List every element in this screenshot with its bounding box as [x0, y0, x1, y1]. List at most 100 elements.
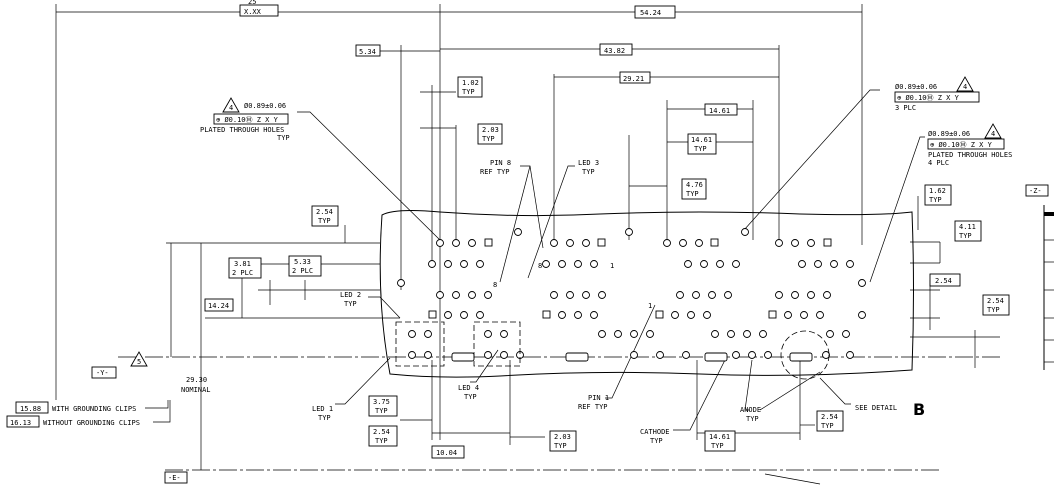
svg-text:WITHOUT GROUNDING CLIPS: WITHOUT GROUNDING CLIPS [43, 419, 140, 427]
svg-text:4: 4 [963, 83, 967, 91]
dim-3-75: 3.75 TYP [368, 395, 398, 417]
svg-text:TYP: TYP [375, 407, 388, 415]
svg-text:8: 8 [493, 281, 497, 289]
svg-text:TYP: TYP [318, 414, 331, 422]
svg-text:2.54: 2.54 [373, 428, 390, 436]
svg-text:2 PLC: 2 PLC [232, 269, 253, 277]
dim-2-54-left: 2.54 TYP [311, 205, 339, 227]
hole-note-right-1: Ø0.89±0.06 4 ⊕ Ø0.10Ⓜ Z X Y 3 PLC [894, 76, 980, 112]
dim-1-02: 1.02 TYP [457, 76, 483, 98]
dim-10-04: 10.04 [431, 445, 465, 459]
dim-3-81: 3.81 2 PLC [228, 257, 262, 279]
label-pin1: PIN 1 REF TYP [578, 394, 609, 411]
led-outlines [395, 321, 521, 367]
dim-43-82: 43.82 [599, 43, 633, 56]
dim-xx-value: X.XX [244, 8, 262, 16]
dim-29-30-nominal: 29.30 NOMINAL [181, 376, 211, 394]
label-led4: LED 4 TYP [458, 384, 479, 401]
dim-4-11: 4.11 TYP [954, 220, 982, 242]
svg-text:TYP: TYP [464, 393, 477, 401]
svg-text:4: 4 [229, 104, 233, 112]
hole-note-left: 4 Ø0.89±0.06 ⊕ Ø0.10Ⓜ Z X Y PLATED THROU… [200, 97, 290, 142]
svg-text:TYP: TYP [462, 88, 475, 96]
svg-text:16.13: 16.13 [10, 419, 31, 427]
svg-text:2.54: 2.54 [987, 297, 1004, 305]
svg-text:54.24: 54.24 [640, 9, 661, 17]
svg-text:TYP: TYP [482, 135, 495, 143]
hole-note-right-2-tol: ⊕ Ø0.10Ⓜ Z X Y [930, 141, 993, 149]
hole-note-right-2: Ø0.89±0.06 4 ⊕ Ø0.10Ⓜ Z X Y PLATED THROU… [927, 123, 1012, 167]
svg-text:TYP: TYP [277, 134, 290, 142]
svg-text:TYP: TYP [821, 422, 834, 430]
svg-text:2 PLC: 2 PLC [292, 267, 313, 275]
svg-text:SEE DETAIL: SEE DETAIL [855, 404, 897, 412]
svg-text:14.61: 14.61 [691, 136, 712, 144]
svg-text:PLATED THROUGH HOLES: PLATED THROUGH HOLES [928, 151, 1012, 159]
hole-note-right-1-tol: ⊕ Ø0.10Ⓜ Z X Y [897, 94, 960, 102]
hole-row-5 [408, 330, 850, 338]
label-see-detail: SEE DETAIL B [855, 400, 925, 419]
svg-text:TYP: TYP [344, 300, 357, 308]
dim-16-13: 16.13 WITHOUT GROUNDING CLIPS [6, 415, 140, 428]
svg-text:TYP: TYP [582, 168, 595, 176]
svg-text:TYP: TYP [711, 442, 724, 450]
svg-text:LED 4: LED 4 [458, 384, 479, 392]
dim-15-88: 15.88 WITH GROUNDING CLIPS [15, 401, 136, 414]
svg-text:2.03: 2.03 [482, 126, 499, 134]
svg-text:Ø0.89±0.06: Ø0.89±0.06 [928, 130, 970, 138]
svg-text:15.88: 15.88 [20, 405, 41, 413]
dim-2-03-bottom: 2.03 TYP [549, 430, 577, 452]
dim-2-54-bottom-left: 2.54 TYP [368, 425, 398, 447]
leader-lines [145, 89, 925, 485]
svg-text:WITH GROUNDING CLIPS: WITH GROUNDING CLIPS [52, 405, 136, 413]
extension-lines [55, 4, 1000, 445]
svg-text:TYP: TYP [318, 217, 331, 225]
label-led3: LED 3 TYP [578, 159, 599, 176]
svg-text:1: 1 [648, 302, 652, 310]
dim-14-61-bottom: 14.61 TYP [704, 430, 736, 452]
svg-text:2.03: 2.03 [554, 433, 571, 441]
svg-text:29.30: 29.30 [186, 376, 207, 384]
svg-text:4.76: 4.76 [686, 181, 703, 189]
dim-4-76: 4.76 TYP [681, 178, 707, 200]
svg-text:TYP: TYP [987, 306, 1000, 314]
dim-5-34: 5.34 [355, 44, 381, 57]
svg-text:4: 4 [991, 130, 995, 138]
svg-text:Ø0.89±0.06: Ø0.89±0.06 [244, 102, 286, 110]
svg-text:TYP: TYP [746, 415, 759, 423]
svg-text:TYP: TYP [650, 437, 663, 445]
pin-numbers: 8 8 1 1 [493, 262, 652, 310]
hole-note-left-tol: ⊕ Ø0.10Ⓜ Z X Y [216, 116, 279, 124]
svg-text:5.34: 5.34 [359, 48, 376, 56]
svg-text:2.54: 2.54 [935, 277, 952, 285]
svg-text:NOMINAL: NOMINAL [181, 386, 211, 394]
hole-row-6 [408, 351, 854, 359]
svg-text:ANODE: ANODE [740, 406, 761, 414]
dim-2-03-top: 2.03 TYP [477, 123, 503, 145]
svg-text:14.61: 14.61 [709, 107, 730, 115]
svg-text:29.21: 29.21 [623, 75, 644, 83]
datum-e-label: -E- [164, 471, 188, 484]
svg-text:PLATED THROUGH HOLES: PLATED THROUGH HOLES [200, 126, 284, 134]
dim-2-54-bottom-right: 2.54 TYP [816, 410, 844, 432]
hole-row-1 [436, 228, 832, 247]
dim-14-61-top: 14.61 [704, 103, 738, 116]
svg-text:8: 8 [538, 262, 542, 270]
datum-y-label: -Y- 5 [91, 351, 148, 379]
svg-text:-Y-: -Y- [96, 369, 109, 377]
svg-text:TYP: TYP [375, 437, 388, 445]
dimension-lines [56, 11, 976, 470]
svg-text:1.62: 1.62 [929, 187, 946, 195]
pin-field [395, 228, 866, 380]
led-slots [451, 352, 813, 362]
label-led2: LED 2 TYP [340, 291, 361, 308]
svg-text:3.81: 3.81 [234, 260, 251, 268]
svg-text:PIN 1: PIN 1 [588, 394, 609, 402]
svg-text:3 PLC: 3 PLC [895, 104, 916, 112]
svg-text:REF TYP: REF TYP [480, 168, 510, 176]
label-pin8: PIN 8 REF TYP [480, 159, 511, 176]
board-outline [379, 210, 914, 378]
hole-row-4 [428, 310, 866, 319]
svg-text:TYP: TYP [554, 442, 567, 450]
svg-text:10.04: 10.04 [436, 449, 457, 457]
